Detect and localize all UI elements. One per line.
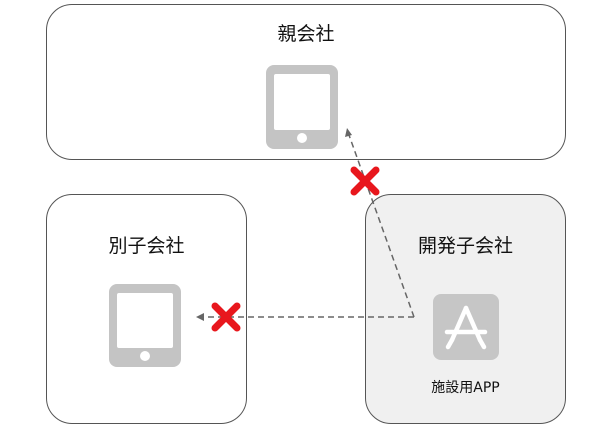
dev-company-box: 開発子会社 施設用APP	[365, 194, 566, 424]
sibling-company-label: 別子会社	[108, 235, 185, 257]
blocked-x-icon-sibling	[211, 302, 241, 332]
sibling-tablet-icon	[109, 284, 181, 367]
dev-company-label: 開発子会社	[417, 235, 513, 257]
parent-company-label: 親会社	[277, 23, 335, 45]
blocked-x-icon-parent	[350, 166, 380, 196]
parent-company-box: 親会社	[46, 4, 566, 160]
app-store-icon	[433, 294, 499, 360]
app-label: 施設用APP	[431, 380, 500, 396]
arrow-to-sibling	[196, 313, 414, 321]
parent-tablet-icon	[266, 65, 338, 149]
arrow-to-parent	[345, 128, 415, 318]
